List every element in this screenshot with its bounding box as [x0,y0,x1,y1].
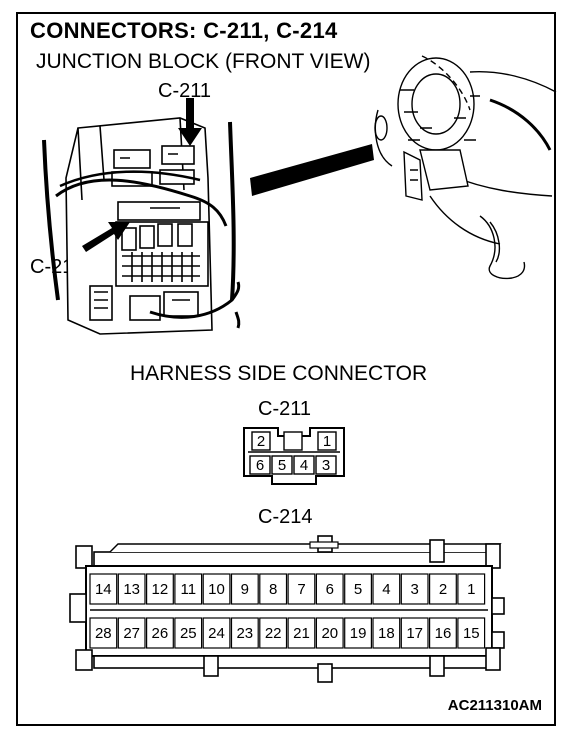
c211-pin-label: 2 [257,433,265,450]
c214-pin-label: 11 [181,581,197,598]
diagram-title: CONNECTORS: C-211, C-214 [30,18,338,43]
c214-pin-label: 15 [463,625,480,642]
c214-pin-label: 7 [297,581,305,598]
c214-pin-label: 20 [321,625,338,642]
callout-arrows [82,98,374,252]
c214-pin-cell [287,573,316,605]
c211-pin-label: 3 [322,457,330,474]
c211-pin-cell [317,431,337,451]
c211-connector-name: C-211 [258,398,311,420]
c214-pin-cell [174,617,203,649]
c214-pin-label: 26 [152,625,169,642]
c214-pin-cell [457,617,486,649]
c214-connector [69,535,505,683]
c211-pin-label: 5 [278,457,286,474]
c211-pin-cell [283,431,303,451]
c214-pin-label: 1 [467,581,475,598]
c214-pin-label: 24 [208,625,225,642]
c214-pin-cell [344,573,373,605]
c211-connector: 2 1 6 5 4 3 [243,427,345,485]
c214-pin-cell [259,573,288,605]
c214-pin-cell [400,617,429,649]
c214-pin-label: 4 [382,581,390,598]
c211-pin-label: 1 [323,433,331,450]
c214-pin-cell [372,573,401,605]
c214-pin-label: 2 [439,581,447,598]
c214-pin-cell [146,573,174,605]
vehicle-location-view [374,55,557,280]
c214-pin-cell [117,573,146,605]
c214-pin-cell [315,617,344,649]
c214-pin-label: 6 [326,581,334,598]
c214-pin-label: 3 [411,581,419,598]
c214-connector-name: C-214 [258,506,313,528]
c211-callout-arrow [178,98,202,146]
c214-pin-cell [287,617,316,649]
c214-pin-label: 21 [293,625,310,642]
view-direction-arrow [250,144,374,196]
c211-pin-cell [315,455,337,475]
c214-pin-label: 12 [152,581,169,598]
c214-pin-cell [372,617,401,649]
c214-pin-cell [429,617,457,649]
c214-pin-label: 27 [123,625,140,642]
junction-block-subtitle: JUNCTION BLOCK (FRONT VIEW) [36,50,371,73]
c214-pin-cell [202,573,231,605]
harness-side-connector-heading: HARNESS SIDE CONNECTOR [130,362,428,385]
c214-pin-label: 14 [95,581,112,598]
c214-pin-cell [174,573,203,605]
c214-pin-cell [230,573,259,605]
c214-pin-label: 19 [350,625,367,642]
c214-pin-cell [429,573,457,605]
c214-pin-cell [202,617,231,649]
c211-pin-label: 6 [256,457,264,474]
c214-pin-cell [89,573,118,605]
c214-pin-label: 5 [354,581,362,598]
figure-code: AC211310AM [447,697,542,714]
c214-pin-label: 18 [378,625,395,642]
c214-pin-cell [259,617,288,649]
c214-pin-label: 17 [406,625,423,642]
junction-block-illustration [42,117,241,335]
c214-pin-cell [89,617,118,649]
c214-pin-label: 28 [95,625,112,642]
c214-pin-label: 16 [435,625,452,642]
c214-pin-label: 8 [269,581,277,598]
c214-pin-cell [400,573,429,605]
c214-pin-cell [315,573,344,605]
c214-pin-cell [146,617,174,649]
c214-pin-cell [230,617,259,649]
c214-pin-label: 9 [241,581,249,598]
c214-pin-cell [117,617,146,649]
c211-pin-cell [271,455,293,475]
c211-pin-cell [249,455,271,475]
c214-pin-label: 13 [123,581,140,598]
c214-pin-label: 23 [236,625,253,642]
c214-pin-label: 22 [265,625,282,642]
c211-pin-cell [251,431,271,451]
c214-pin-cell [457,573,486,605]
c214-pin-label: 10 [208,581,225,598]
callout-label-c211: C-211 [158,80,211,102]
c214-pin-cell [344,617,373,649]
c211-pin-cell [293,455,315,475]
c214-callout-arrow [82,222,130,252]
c214-pin-label: 25 [180,625,197,642]
c211-pin-label: 4 [300,457,308,474]
